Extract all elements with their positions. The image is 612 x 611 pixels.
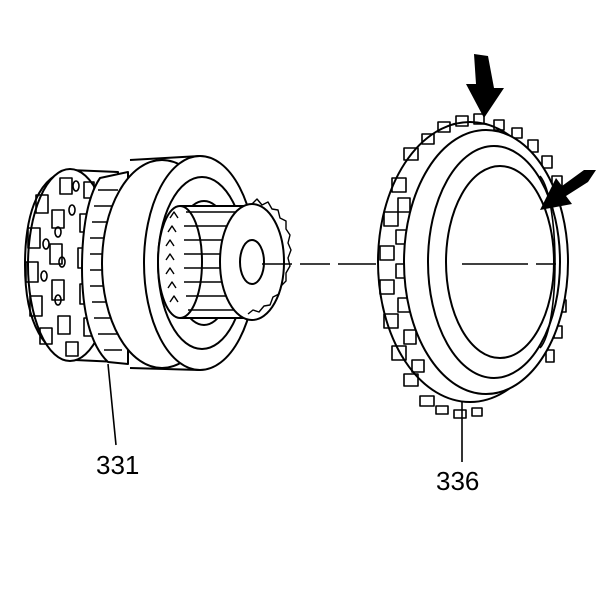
- clutch-drum-assembly: [24, 155, 292, 371]
- plate-inner-ring: [427, 145, 561, 379]
- clutch-plate: [377, 113, 569, 419]
- sun-gear: [157, 198, 292, 321]
- part-callout-336: 336: [436, 466, 480, 496]
- sun-gear-bore: [239, 239, 265, 285]
- leader-line-331: [107, 363, 117, 446]
- part-callout-331: 331: [96, 450, 140, 480]
- arrow-down-left-icon: [540, 170, 596, 210]
- arrow-down-icon: [466, 54, 504, 118]
- drum-holes: [40, 180, 80, 306]
